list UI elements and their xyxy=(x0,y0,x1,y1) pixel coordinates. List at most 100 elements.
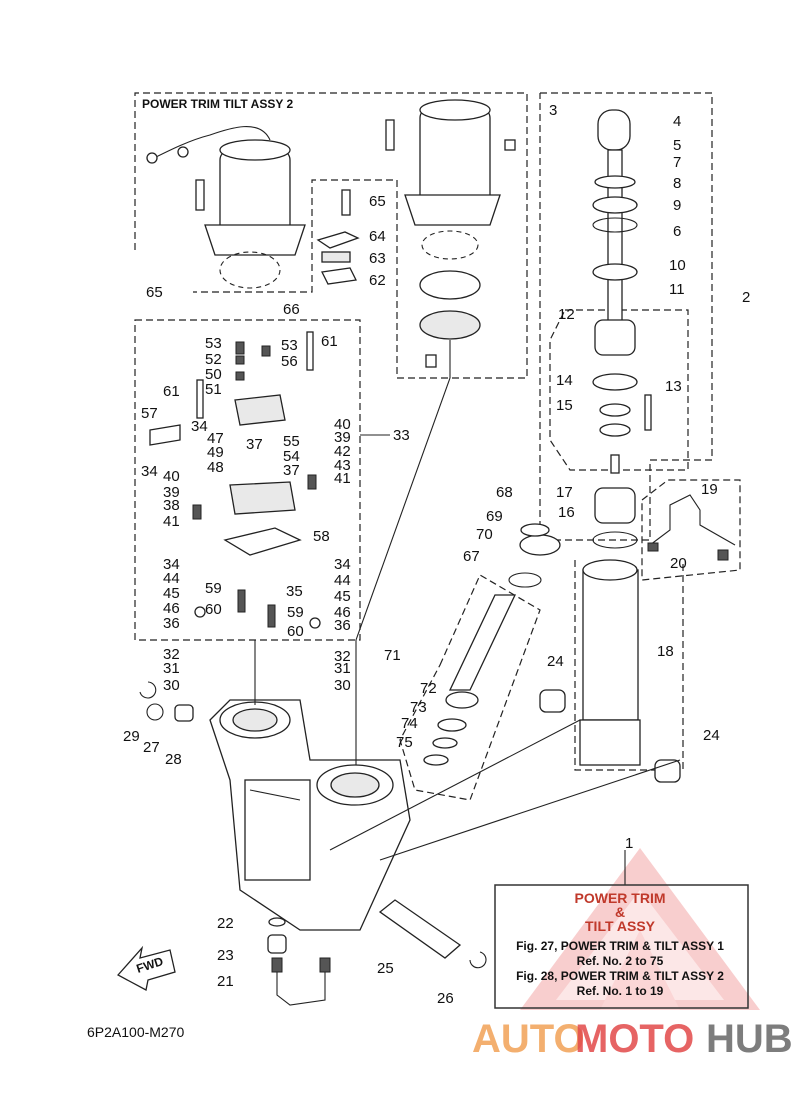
watermark-part2: MOTO xyxy=(575,1017,694,1061)
callout: 34 xyxy=(334,556,351,573)
callout: 42 xyxy=(334,443,351,460)
callout: 19 xyxy=(701,481,718,498)
watermark-part3: HUB xyxy=(706,1017,793,1061)
callout: 10 xyxy=(669,257,686,274)
callout: 41 xyxy=(163,513,180,530)
callout: 14 xyxy=(556,372,573,389)
callout: 44 xyxy=(163,570,180,587)
main-bracket xyxy=(139,681,681,1006)
callout: 63 xyxy=(369,250,386,267)
callout: 3 xyxy=(549,102,557,119)
callout: 59 xyxy=(287,604,304,621)
callout: 52 xyxy=(205,351,222,368)
tilt-rod-end xyxy=(597,109,631,151)
callout: 18 xyxy=(657,643,674,660)
callout: 24 xyxy=(703,727,720,744)
callout: 34 xyxy=(141,463,158,480)
callout: 13 xyxy=(665,378,682,395)
callout: 73 xyxy=(410,699,427,716)
callout: 39 xyxy=(163,484,180,501)
callout: 51 xyxy=(205,381,222,398)
callout: 32 xyxy=(334,648,351,665)
callout: 32 xyxy=(163,646,180,663)
callout: 30 xyxy=(334,677,351,694)
callout: 60 xyxy=(287,623,304,640)
callout: 47 xyxy=(207,430,224,447)
callout: 45 xyxy=(163,585,180,602)
callout: 31 xyxy=(334,660,351,677)
callout: 39 xyxy=(334,429,351,446)
callout: 71 xyxy=(384,647,401,664)
manual-valve-rod xyxy=(448,594,517,691)
leader-lines xyxy=(254,340,626,885)
cylinder-box xyxy=(539,92,741,783)
callout: 70 xyxy=(476,526,493,543)
callout: 6 xyxy=(673,223,681,240)
note-line6: Fig. 28, POWER TRIM & TILT ASSY 2 xyxy=(516,969,724,983)
callout: 4 xyxy=(673,113,681,130)
gasket xyxy=(223,527,302,556)
callout: 75 xyxy=(396,734,413,751)
shaft xyxy=(378,899,462,959)
callout: 35 xyxy=(286,583,303,600)
filter-plate-lower xyxy=(419,310,481,340)
callout: 49 xyxy=(207,444,224,461)
callout: 45 xyxy=(334,588,351,605)
callout: 41 xyxy=(334,470,351,487)
callout: 60 xyxy=(205,601,222,618)
cylinder-base xyxy=(579,719,641,766)
note-line7: Ref. No. 1 to 19 xyxy=(577,984,664,998)
callout: 37 xyxy=(246,436,263,453)
watermark-part1: AUTO xyxy=(472,1017,585,1061)
callout: 7 xyxy=(673,154,681,171)
callout: 62 xyxy=(369,272,386,289)
callout: 31 xyxy=(163,660,180,677)
callout: 23 xyxy=(217,947,234,964)
callout: 72 xyxy=(420,680,437,697)
callout: 46 xyxy=(163,600,180,617)
callout: 54 xyxy=(283,448,300,465)
callout: 2 xyxy=(742,289,750,306)
callout: 50 xyxy=(205,366,222,383)
callout: 44 xyxy=(334,572,351,589)
piston-assy xyxy=(594,319,636,356)
callout: 24 xyxy=(547,653,564,670)
callout: 65 xyxy=(146,284,163,301)
callout: 27 xyxy=(143,739,160,756)
callout: 26 xyxy=(437,990,454,1007)
callout: 65 xyxy=(369,193,386,210)
callout: 9 xyxy=(673,197,681,214)
fwd-arrow: FWD xyxy=(116,945,176,991)
note-line5: Ref. No. 2 to 75 xyxy=(577,954,664,968)
callout: 11 xyxy=(669,281,685,298)
watermark-logo: AUTO MOTO HUB xyxy=(472,1017,793,1061)
callout: 36 xyxy=(163,615,180,632)
callout: 48 xyxy=(207,459,224,476)
note-line3: TILT ASSY xyxy=(585,918,656,934)
callout: 30 xyxy=(163,677,180,694)
callout: 16 xyxy=(558,504,575,521)
note-line4: Fig. 27, POWER TRIM & TILT ASSY 1 xyxy=(516,939,724,953)
callout: 1 xyxy=(625,835,633,852)
callout: 53 xyxy=(281,337,298,354)
valve-body-upper xyxy=(234,394,286,426)
callout: 64 xyxy=(369,228,386,245)
callout: 57 xyxy=(141,405,158,422)
tilt-cylinder xyxy=(582,569,639,721)
callout: 67 xyxy=(463,548,480,565)
diagram-id: 6P2A100-M270 xyxy=(87,1024,185,1040)
note-line1: POWER TRIM xyxy=(575,890,666,906)
callout: 46 xyxy=(334,604,351,621)
manual-valve-box xyxy=(399,523,561,801)
callout: 37 xyxy=(283,462,300,479)
callout: 36 xyxy=(334,617,351,634)
callout: 61 xyxy=(163,383,180,400)
callout: 34 xyxy=(191,418,208,435)
callout: 33 xyxy=(393,427,410,444)
callout: 58 xyxy=(313,528,330,545)
callouts: 1 2 3 4 5 6 7 8 9 10 11 12 13 14 15 16 1… xyxy=(123,102,750,1007)
note-line2: & xyxy=(615,904,625,920)
callout: 17 xyxy=(556,484,573,501)
callout: 74 xyxy=(401,715,418,732)
